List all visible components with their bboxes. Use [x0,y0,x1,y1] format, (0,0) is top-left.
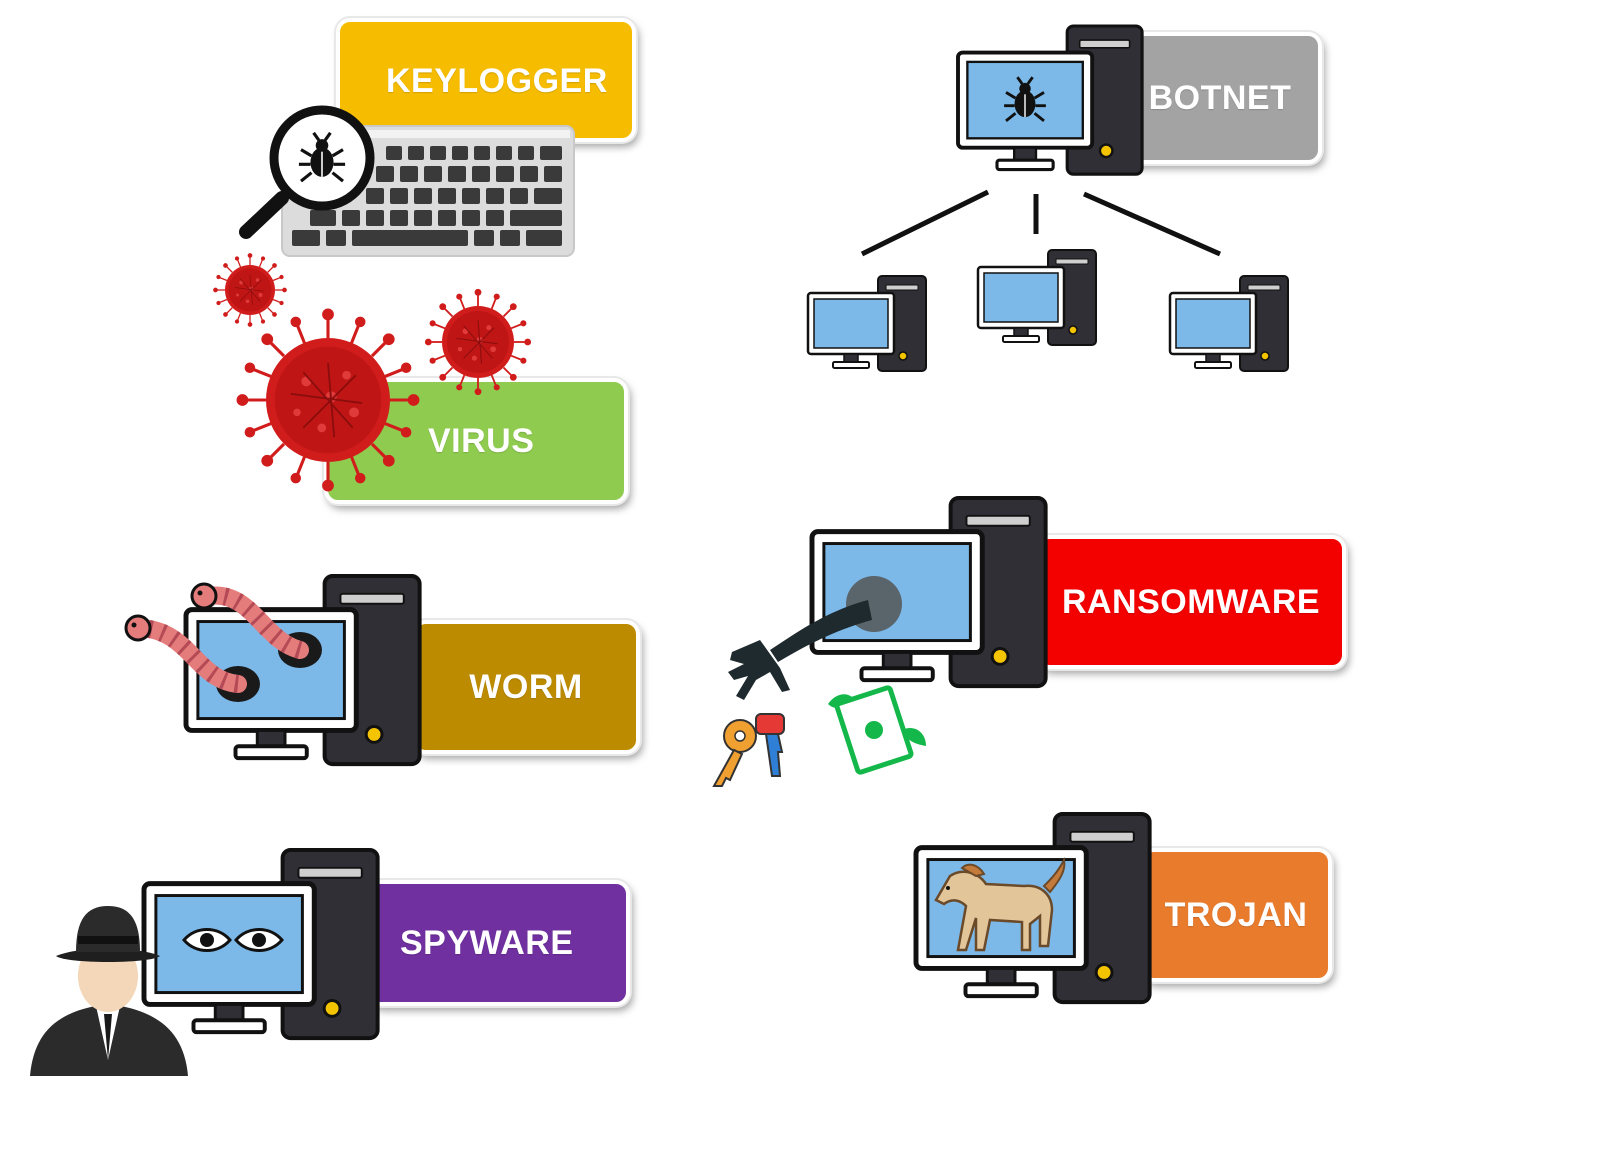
network-line-icon [860,189,1222,257]
flying-money-icon [828,685,926,775]
eyes-icon [182,928,284,952]
hand-icon [728,576,902,700]
computer-icon [976,248,1098,347]
computer-icon [1168,274,1290,373]
magnifier-bug-icon [239,105,375,239]
computer-icon [806,274,928,373]
ransomware-label: RANSOMWARE [1036,535,1346,669]
keys-icon [712,713,785,787]
trojan-label: TROJAN [1140,848,1332,982]
keylogger-label: KEYLOGGER [336,18,636,142]
horse-icon [934,856,1066,952]
computer-icon [956,24,1145,177]
spy-icon [30,906,188,1076]
virus-icon [213,253,532,492]
botnet-label: BOTNET [1118,32,1322,164]
computer-icon [812,498,1046,686]
worm-icon [124,582,322,702]
